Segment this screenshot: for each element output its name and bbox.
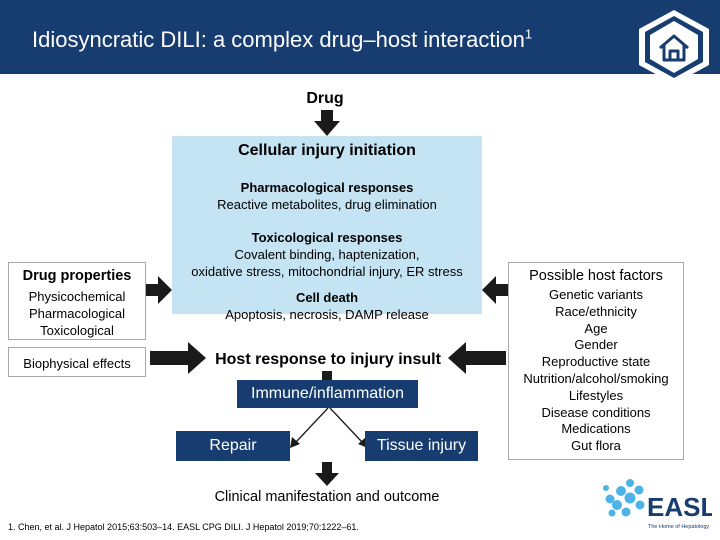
toxicological-detail-2: oxidative stress, mitochondrial injury, … xyxy=(191,264,463,279)
host-factor-item: Age xyxy=(584,320,608,336)
easl-logo-wordmark: EASL xyxy=(647,492,712,522)
host-factor-item: Race/ethnicity xyxy=(555,303,637,319)
cellular-injury-title: Cellular injury initiation xyxy=(238,142,416,159)
drug-property-item: Toxicological xyxy=(40,323,114,338)
arrow-right-icon xyxy=(146,276,172,304)
slide-title: Idiosyncratic DILI: a complex drug–host … xyxy=(32,27,532,53)
title-superscript: 1 xyxy=(524,26,533,42)
drug-property-item: Pharmacological xyxy=(28,306,126,321)
home-icon[interactable] xyxy=(636,8,712,86)
toxicological-title: Toxicological responses xyxy=(251,230,403,245)
slide-title-text: Idiosyncratic DILI: a complex drug–host … xyxy=(32,27,525,52)
host-factors-list: Genetic variants Race/ethnicity Age Gend… xyxy=(508,287,684,455)
immune-inflammation-box: Immune/inflammation xyxy=(237,380,418,408)
host-factor-item: Medications xyxy=(561,421,631,437)
host-factor-item: Genetic variants xyxy=(549,287,643,302)
toxicological-detail-1: Covalent binding, haptenization, xyxy=(234,247,420,262)
immune-inflammation-label: Immune/inflammation xyxy=(251,385,404,402)
drug-label: Drug xyxy=(306,90,344,107)
arrow-left-icon xyxy=(448,342,506,374)
host-factor-item: Reproductive state xyxy=(541,354,651,370)
cellular-injury-box xyxy=(172,136,482,314)
clinical-outcome-label: Clinical manifestation and outcome xyxy=(214,489,440,505)
host-factor-item: Lifestyles xyxy=(568,387,624,403)
tissue-injury-label: Tissue injury xyxy=(376,437,467,454)
pharmacological-detail: Reactive metabolites, drug elimination xyxy=(217,197,437,212)
easl-logo-tagline: The Home of Hepatology xyxy=(648,524,709,530)
arrow-down-icon xyxy=(314,110,340,136)
cell-death-detail: Apoptosis, necrosis, DAMP release xyxy=(225,307,429,322)
reference-footnote: 1. Chen, et al. J Hepatol 2015;63:503–14… xyxy=(8,522,359,532)
cell-death-title: Cell death xyxy=(295,290,359,305)
host-factors-box xyxy=(508,262,684,460)
arrow-down-icon xyxy=(315,462,339,486)
tissue-injury-box: Tissue injury xyxy=(365,431,478,461)
host-factor-item: Gender xyxy=(574,337,618,353)
repair-box: Repair xyxy=(176,431,290,461)
host-factor-item: Disease conditions xyxy=(541,404,651,420)
host-response-label: Host response to injury insult xyxy=(215,351,441,368)
drug-property-item: Physicochemical xyxy=(28,289,126,304)
title-bar: Idiosyncratic DILI: a complex drug–host … xyxy=(0,0,720,74)
biophysical-effects-box xyxy=(8,347,146,377)
drug-properties-title: Drug properties xyxy=(22,268,132,284)
host-factor-item: Gut flora xyxy=(571,438,621,454)
branch-arrows xyxy=(290,408,368,448)
arrow-right-icon xyxy=(150,342,206,374)
drug-properties-box xyxy=(8,262,146,340)
host-factor-item: Nutrition/alcohol/smoking xyxy=(523,370,669,386)
host-factors-title: Possible host factors xyxy=(529,268,663,284)
repair-label: Repair xyxy=(209,437,257,454)
biophysical-effects-label: Biophysical effects xyxy=(23,356,131,371)
arrow-left-icon xyxy=(482,276,508,304)
easl-logo: EASL The Home of Hepatology xyxy=(603,479,712,530)
pharmacological-title: Pharmacological responses xyxy=(240,180,414,195)
